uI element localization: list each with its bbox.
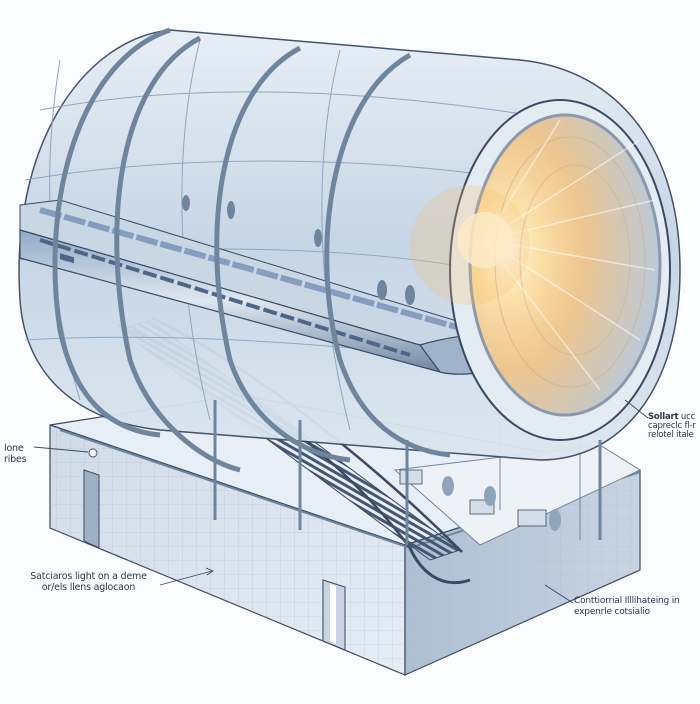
annotation-sat: Satciaros light on a deme or/els llens a… (6, 571, 171, 593)
circle-marker-icon (88, 448, 98, 458)
sun-opening (410, 99, 671, 441)
annotation-solar-line2: capreclc (648, 421, 682, 431)
annotation-leaders (33, 399, 649, 604)
annotation-zone-line1: lone (4, 443, 24, 454)
annotation-cont-line1: Conttiorrial Illlihateing in (574, 596, 680, 606)
annotation-sat-line2: or/els llens aglocaon (41, 582, 136, 593)
ring-frames (52, 27, 602, 545)
arrow-pointer-icon (205, 567, 214, 576)
annotation-sat-line1: Satciaros light on a deme (30, 571, 147, 582)
annotation-solar: Sollart ucc capreclc fl-r relotel itale (648, 413, 696, 440)
annotation-solar-title: Sollart (648, 412, 679, 422)
annotation-solar-title-suffix: ucc (680, 412, 696, 422)
annotation-cont-line2: expenrle cotsialio (574, 607, 650, 617)
annotation-zone-line2: ribes (4, 454, 27, 465)
annotation-solar-line2-suffix: fl-r (684, 421, 696, 431)
annotation-cont: Conttiorrial Illlihateing in expenrle co… (574, 596, 700, 618)
annotation-zone: lone ribes (4, 443, 27, 465)
annotation-solar-line3: relotel (648, 430, 674, 440)
annotation-solar-line3-suffix: itale (676, 430, 694, 440)
